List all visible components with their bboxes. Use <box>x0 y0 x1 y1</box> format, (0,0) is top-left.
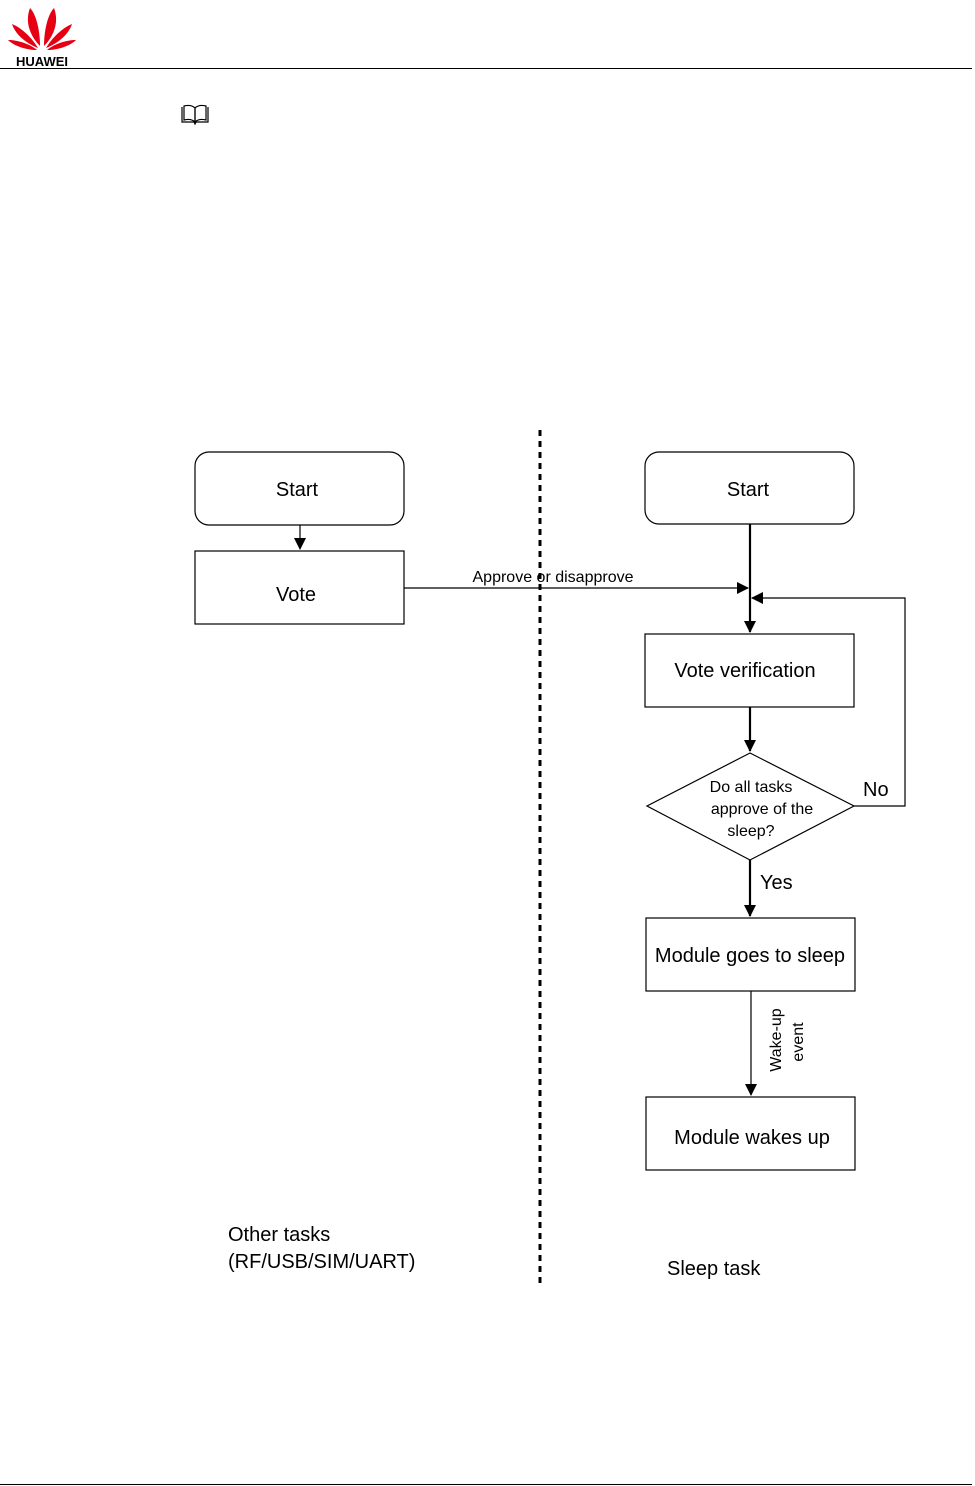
no-loop-arrow <box>751 592 906 807</box>
approve-message-label: Approve or disapprove <box>473 569 634 586</box>
header-divider <box>0 68 972 69</box>
module-wakes-label: Module wakes up <box>674 1127 830 1149</box>
vote-label: Vote <box>276 584 316 606</box>
vote-verification-node <box>644 633 855 708</box>
vote-verification-label: Vote verification <box>674 660 815 682</box>
logo-petals <box>8 8 76 50</box>
decision-label-1: Do all tasks <box>710 779 793 796</box>
no-label: No <box>863 779 889 801</box>
vote-node <box>194 550 405 625</box>
book-note-icon <box>181 104 209 126</box>
module-sleep-label: Module goes to sleep <box>655 945 845 967</box>
logo-wordmark: HUAWEI <box>16 54 68 68</box>
other-tasks-caption-1: Other tasks <box>228 1224 330 1246</box>
wake-up-label-2: event <box>790 1022 807 1062</box>
other-tasks-caption-2: (RF/USB/SIM/UART) <box>228 1251 415 1273</box>
wake-up-label-1: Wake-up <box>768 1008 785 1072</box>
footer-divider <box>0 1484 972 1485</box>
decision-label-3: sleep? <box>727 823 774 840</box>
yes-label: Yes <box>760 872 793 894</box>
huawei-logo: HUAWEI <box>8 8 76 68</box>
left-start-label: Start <box>276 479 319 501</box>
right-start-label: Start <box>727 479 770 501</box>
sleep-task-caption: Sleep task <box>667 1258 761 1280</box>
module-wakes-node <box>645 1096 856 1171</box>
decision-label-2: approve of the <box>711 801 813 818</box>
